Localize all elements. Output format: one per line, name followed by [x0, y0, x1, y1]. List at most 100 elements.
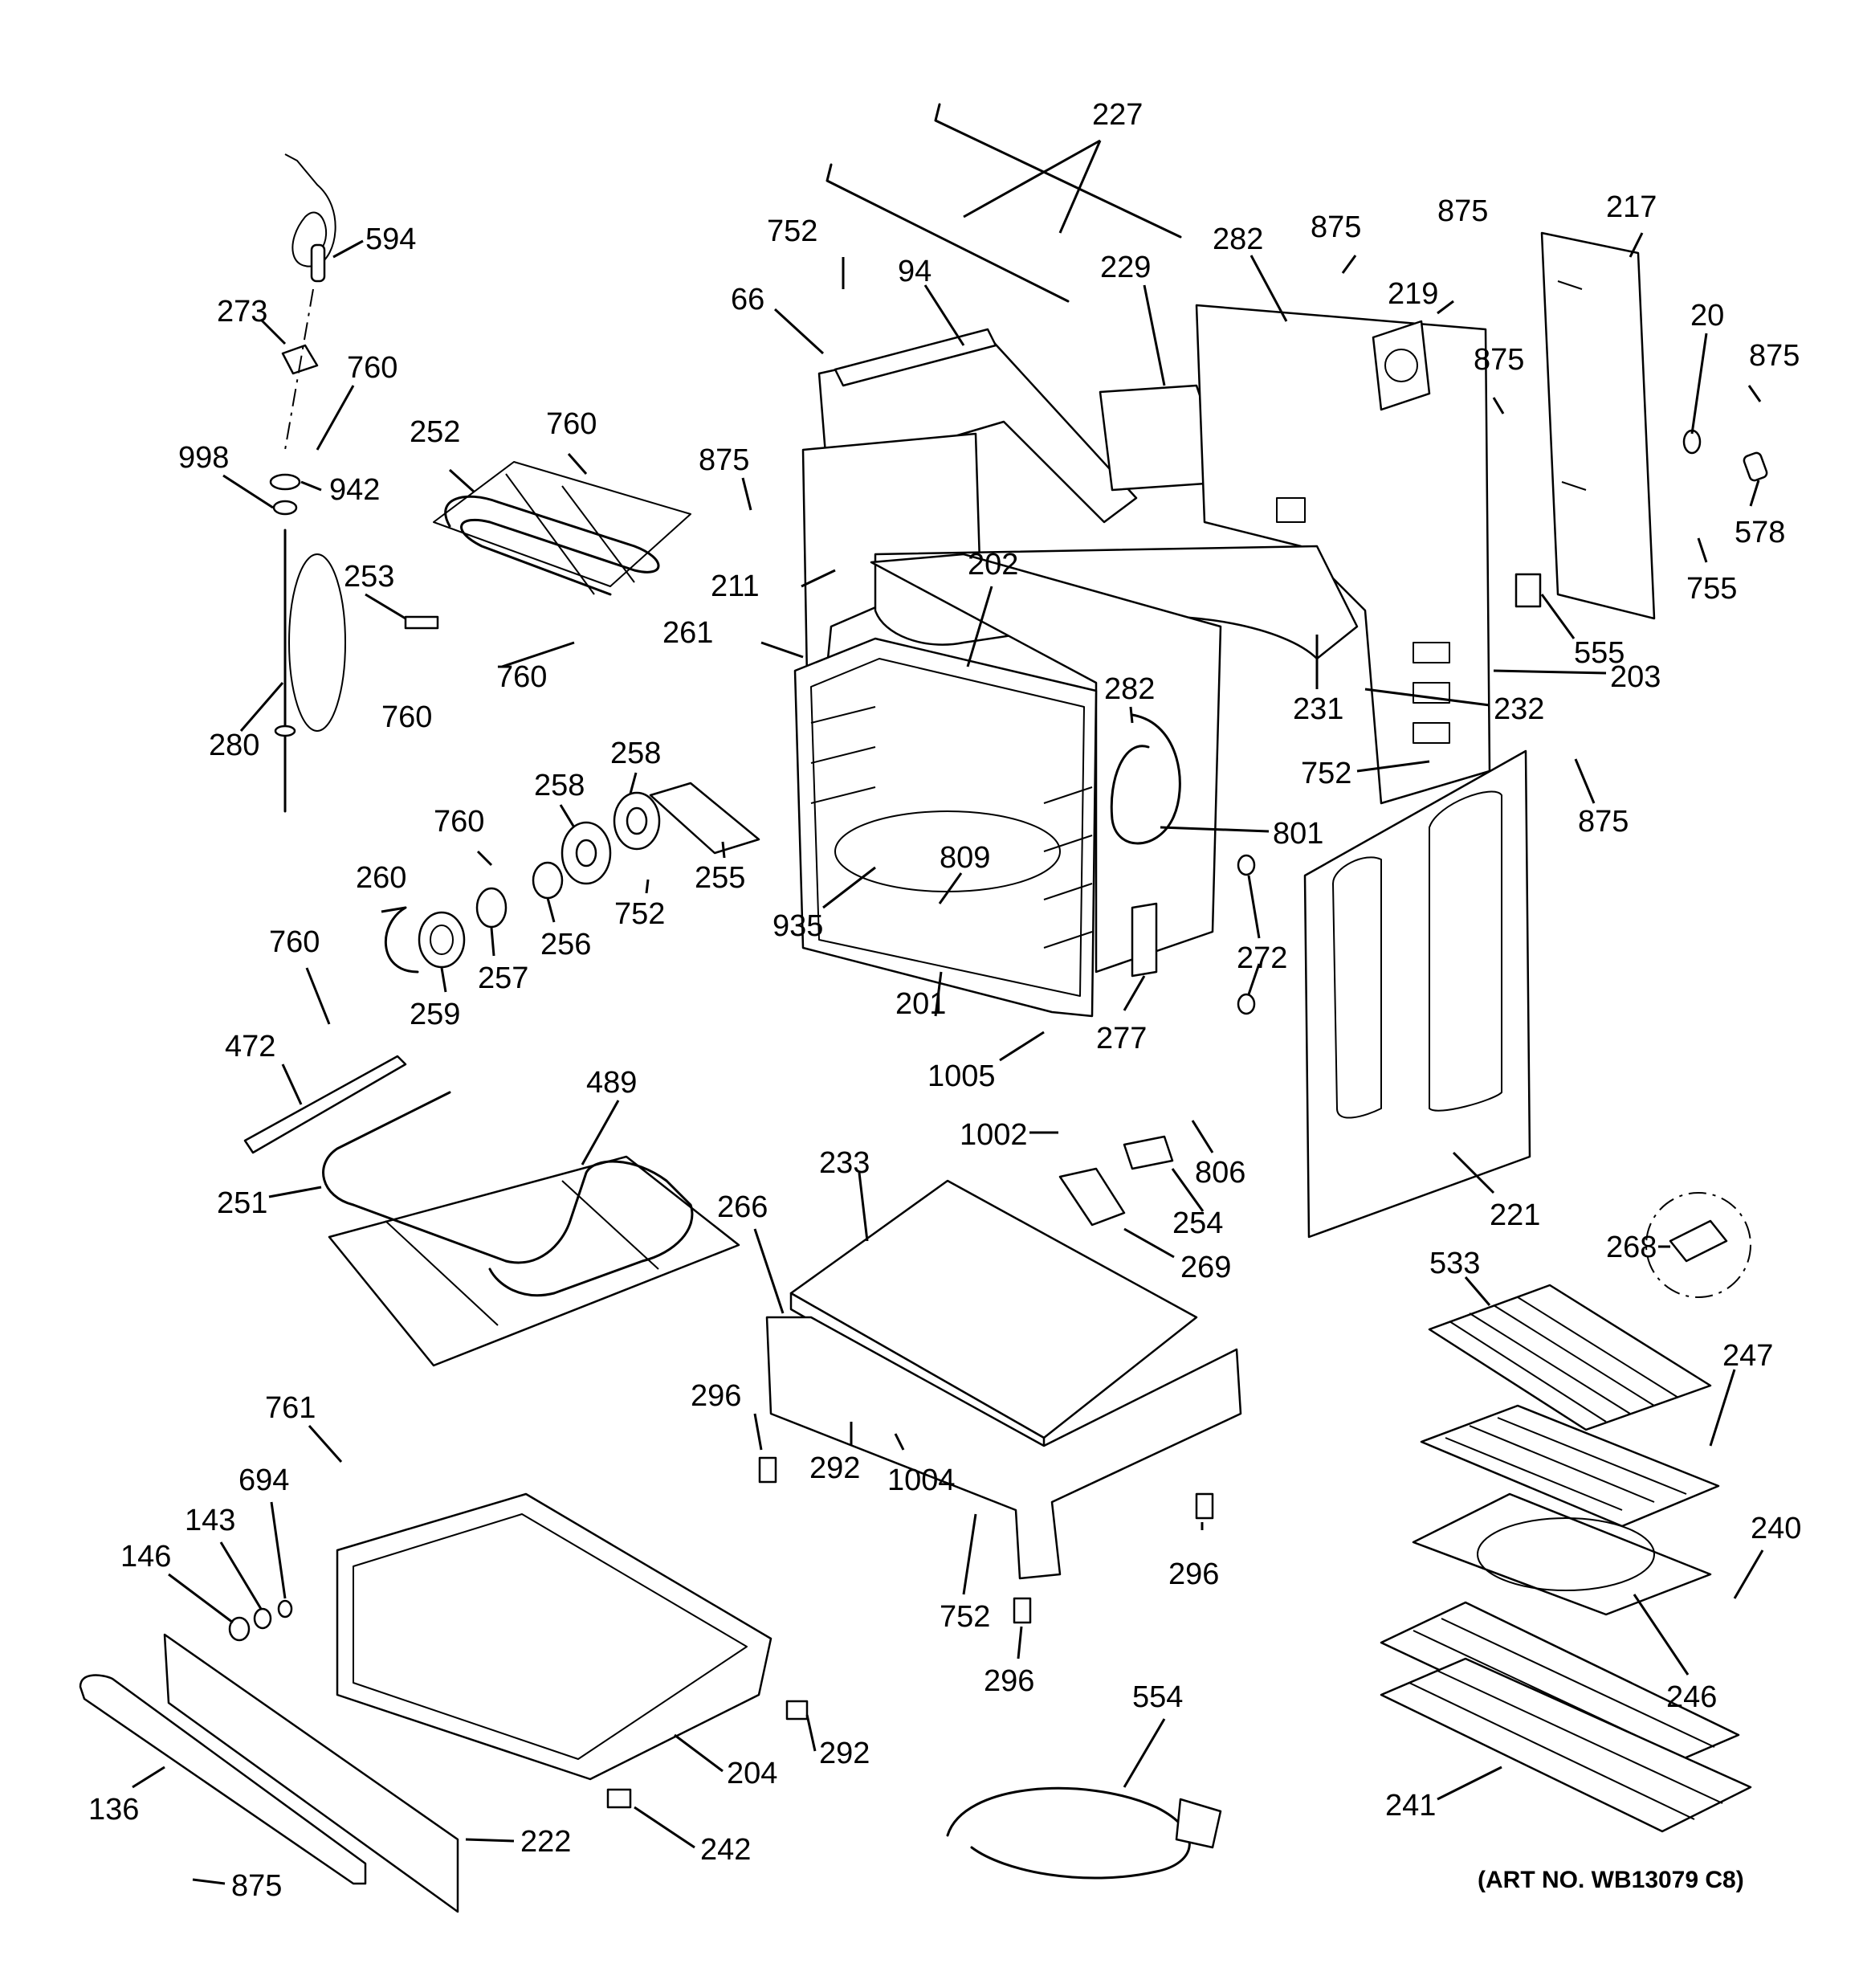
- part-272-bumper: [1237, 854, 1256, 1015]
- callout-752: 752: [614, 897, 665, 931]
- part-258-gasket: [561, 791, 661, 885]
- part-227-trim: [826, 103, 1182, 303]
- callout-146: 146: [120, 1540, 171, 1574]
- part-555-terminal-block: [1514, 573, 1542, 608]
- callout-760: 760: [269, 925, 320, 959]
- callout-942: 942: [329, 473, 380, 507]
- callout-875: 875: [231, 1869, 282, 1903]
- callout-277: 277: [1096, 1022, 1147, 1055]
- callout-594: 594: [365, 222, 416, 256]
- part-533-rack: [1428, 1284, 1712, 1431]
- callout-211: 211: [711, 569, 760, 603]
- callout-935: 935: [773, 909, 823, 943]
- callout-20: 20: [1690, 299, 1724, 333]
- callout-272: 272: [1237, 941, 1287, 975]
- callout-266: 266: [717, 1190, 768, 1224]
- callout-875: 875: [1437, 194, 1488, 228]
- callout-760: 760: [434, 805, 484, 839]
- callout-253: 253: [344, 560, 394, 594]
- part-20-578-knob: [1682, 429, 1768, 482]
- callout-252: 252: [410, 415, 460, 449]
- callout-257: 257: [478, 961, 528, 995]
- callout-282: 282: [1213, 222, 1263, 256]
- callout-66: 66: [731, 283, 764, 316]
- part-273-plate: [281, 344, 319, 375]
- callout-273: 273: [217, 295, 267, 329]
- callout-296: 296: [1168, 1557, 1219, 1591]
- callout-280: 280: [209, 729, 259, 762]
- callout-1002: 1002: [960, 1118, 1028, 1152]
- art-number: (ART NO. WB13079 C8): [1478, 1867, 1744, 1893]
- callout-232: 232: [1494, 692, 1544, 726]
- callout-998: 998: [178, 441, 229, 475]
- callout-752: 752: [767, 214, 817, 248]
- callout-809: 809: [940, 841, 990, 875]
- callout-256: 256: [540, 928, 591, 961]
- callout-246: 246: [1666, 1680, 1717, 1714]
- callout-143: 143: [185, 1504, 235, 1537]
- part-472-rail: [243, 1055, 407, 1154]
- part-136-handle: [79, 1674, 367, 1885]
- part-221-side-panel: [1303, 749, 1531, 1239]
- callout-242: 242: [700, 1833, 751, 1867]
- callout-231: 231: [1293, 692, 1343, 726]
- part-280-sensor: [274, 529, 346, 813]
- callout-229: 229: [1100, 251, 1151, 284]
- part-255-light-shield: [649, 782, 760, 855]
- callout-875: 875: [1578, 805, 1629, 839]
- callout-282: 282: [1104, 672, 1155, 706]
- callout-801: 801: [1273, 817, 1323, 851]
- callout-203: 203: [1610, 660, 1661, 694]
- part-247-broil-pan-grid: [1420, 1404, 1720, 1528]
- callout-217: 217: [1606, 190, 1657, 224]
- callout-94: 94: [898, 255, 932, 288]
- part-201-oven-cavity: [793, 553, 1222, 1018]
- callout-472: 472: [225, 1030, 275, 1063]
- callout-251: 251: [217, 1186, 267, 1220]
- callout-255: 255: [695, 861, 745, 895]
- part-217-side-panel: [1540, 231, 1656, 620]
- part-254-switch: [1123, 1135, 1174, 1170]
- callout-268: 268: [1606, 1231, 1657, 1264]
- part-242-slide: [606, 1700, 809, 1809]
- callout-296: 296: [691, 1379, 741, 1413]
- callout-760: 760: [381, 700, 432, 734]
- callout-261: 261: [662, 616, 713, 650]
- callout-136: 136: [88, 1793, 139, 1827]
- part-296-leveler: [758, 1456, 1214, 1624]
- part-257-bulb: [475, 887, 508, 929]
- callout-292: 292: [819, 1737, 870, 1770]
- callout-219: 219: [1388, 277, 1438, 311]
- callout-755: 755: [1686, 572, 1737, 606]
- callout-875: 875: [1749, 339, 1800, 373]
- part-594-wire-assembly: [284, 153, 336, 283]
- callout-554: 554: [1132, 1680, 1183, 1714]
- callout-760: 760: [496, 660, 547, 694]
- part-259-lens: [418, 911, 466, 969]
- part-203-back-panel: [1195, 304, 1491, 805]
- callout-760: 760: [347, 351, 397, 385]
- callout-254: 254: [1172, 1206, 1223, 1240]
- callout-1005: 1005: [927, 1059, 996, 1093]
- part-266-drawer-support: [765, 1316, 1242, 1580]
- part-253-clip: [404, 615, 439, 630]
- callout-241: 241: [1385, 1789, 1436, 1823]
- callout-578: 578: [1735, 516, 1785, 549]
- callout-761: 761: [265, 1391, 316, 1425]
- part-143-146-694: [228, 1599, 293, 1642]
- callout-221: 221: [1490, 1198, 1540, 1232]
- callout-202: 202: [968, 548, 1018, 582]
- callout-258: 258: [610, 737, 661, 770]
- part-246-broil-pan: [1412, 1492, 1712, 1616]
- callout-489: 489: [586, 1066, 637, 1100]
- callout-875: 875: [699, 443, 749, 477]
- callout-875: 875: [1474, 343, 1524, 377]
- callout-259: 259: [410, 998, 460, 1031]
- part-260-wire-clip: [384, 906, 419, 974]
- callout-760: 760: [546, 407, 597, 441]
- part-269-bracket: [1058, 1167, 1126, 1227]
- callout-752: 752: [1301, 757, 1351, 790]
- callout-806: 806: [1195, 1156, 1245, 1190]
- callout-227: 227: [1092, 98, 1143, 132]
